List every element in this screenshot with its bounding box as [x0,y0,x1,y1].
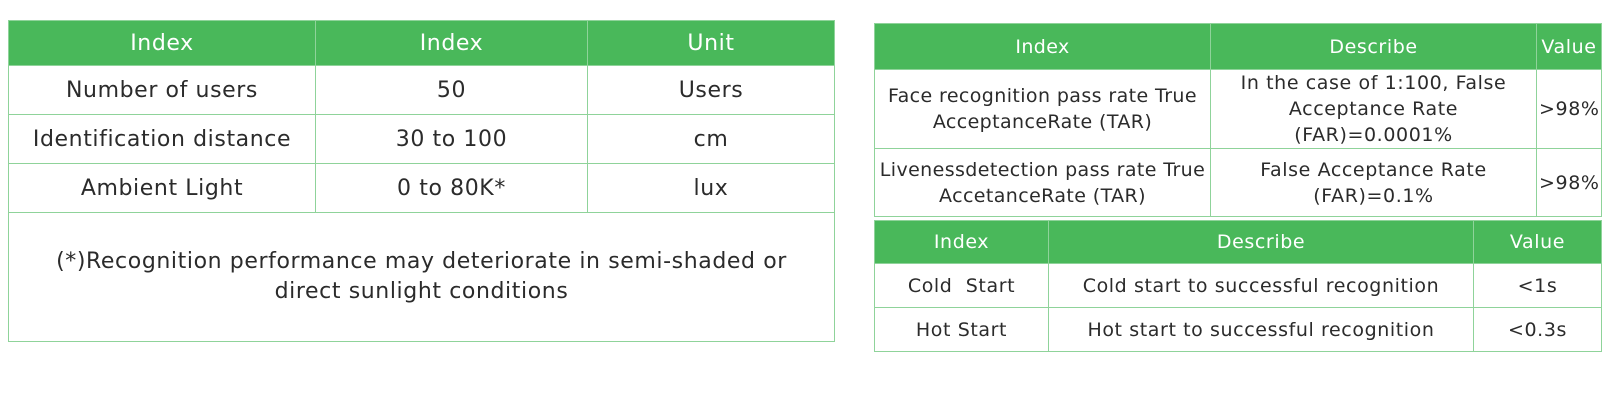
cell-index: Identification distance [8,114,316,164]
cell-value: >98% [1536,69,1602,149]
column-header-value: Value [1536,23,1602,70]
table-header-row: Index Describe Value [874,23,1602,70]
table-row: Face recognition pass rate True Acceptan… [874,69,1602,149]
cell-value: >98% [1536,148,1602,217]
performance-table: Index Index Unit Number of users 50 User… [8,20,835,342]
column-header-index: Index [8,20,316,66]
cell-describe: In the case of 1:100, False Acceptance R… [1210,69,1537,149]
cell-unit: Users [587,65,835,115]
cell-text-line: Face recognition pass rate True [888,85,1197,107]
table-row: Livenessdetection pass rate True Accetan… [874,148,1602,217]
column-header-index-value: Index [315,20,588,66]
table-header-row: Index Describe Value [874,220,1602,264]
cell-index: Cold Start [874,263,1049,308]
cell-value: 30 to 100 [315,114,588,164]
cell-describe: Hot start to successful recognition [1048,307,1474,352]
cell-text-line: Livenessdetection pass rate True [879,158,1206,181]
cell-index: Hot Start [874,307,1049,352]
cell-text-line: Acceptance Rate (FAR)=0.0001% [1288,98,1459,146]
column-header-value: Value [1473,220,1602,264]
footnote-line: direct sunlight conditions [274,279,569,304]
note-row: (*)Recognition performance may deteriora… [8,212,835,342]
column-header-unit: Unit [587,20,835,66]
cell-value: <1s [1473,263,1602,308]
start-time-table: Index Describe Value Cold Start Cold sta… [874,220,1602,352]
cell-value: 50 [315,65,588,115]
table-row: Identification distance 30 to 100 cm [8,114,835,164]
column-header-describe: Describe [1210,23,1537,70]
footnote-line: (*)Recognition performance may deteriora… [56,249,787,274]
table-row: Hot Start Hot start to successful recogn… [874,307,1602,352]
cell-value: 0 to 80K* [315,163,588,213]
cell-unit: cm [587,114,835,164]
column-header-describe: Describe [1048,220,1474,264]
cell-index: Face recognition pass rate True Acceptan… [874,69,1211,149]
cell-text-line: In the case of 1:100, False [1240,72,1507,94]
cell-describe: False Acceptance Rate (FAR)=0.1% [1210,148,1537,217]
table-header-row: Index Index Unit [8,20,835,66]
table-row: Ambient Light 0 to 80K* lux [8,163,835,213]
cell-index: Livenessdetection pass rate True Accetan… [874,148,1211,217]
footnote: (*)Recognition performance may deteriora… [8,212,835,342]
cell-text-line: AcceptanceRate (TAR) [932,111,1153,133]
cell-describe: Cold start to successful recognition [1048,263,1474,308]
cell-index: Ambient Light [8,163,316,213]
accuracy-table: Index Describe Value Face recognition pa… [874,23,1602,217]
column-header-index: Index [874,220,1049,264]
table-row: Cold Start Cold start to successful reco… [874,263,1602,308]
table-row: Number of users 50 Users [8,65,835,115]
column-header-index: Index [874,23,1211,70]
cell-index: Number of users [8,65,316,115]
cell-value: <0.3s [1473,307,1602,352]
cell-unit: lux [587,163,835,213]
cell-text-line: AccetanceRate (TAR) [939,184,1146,207]
